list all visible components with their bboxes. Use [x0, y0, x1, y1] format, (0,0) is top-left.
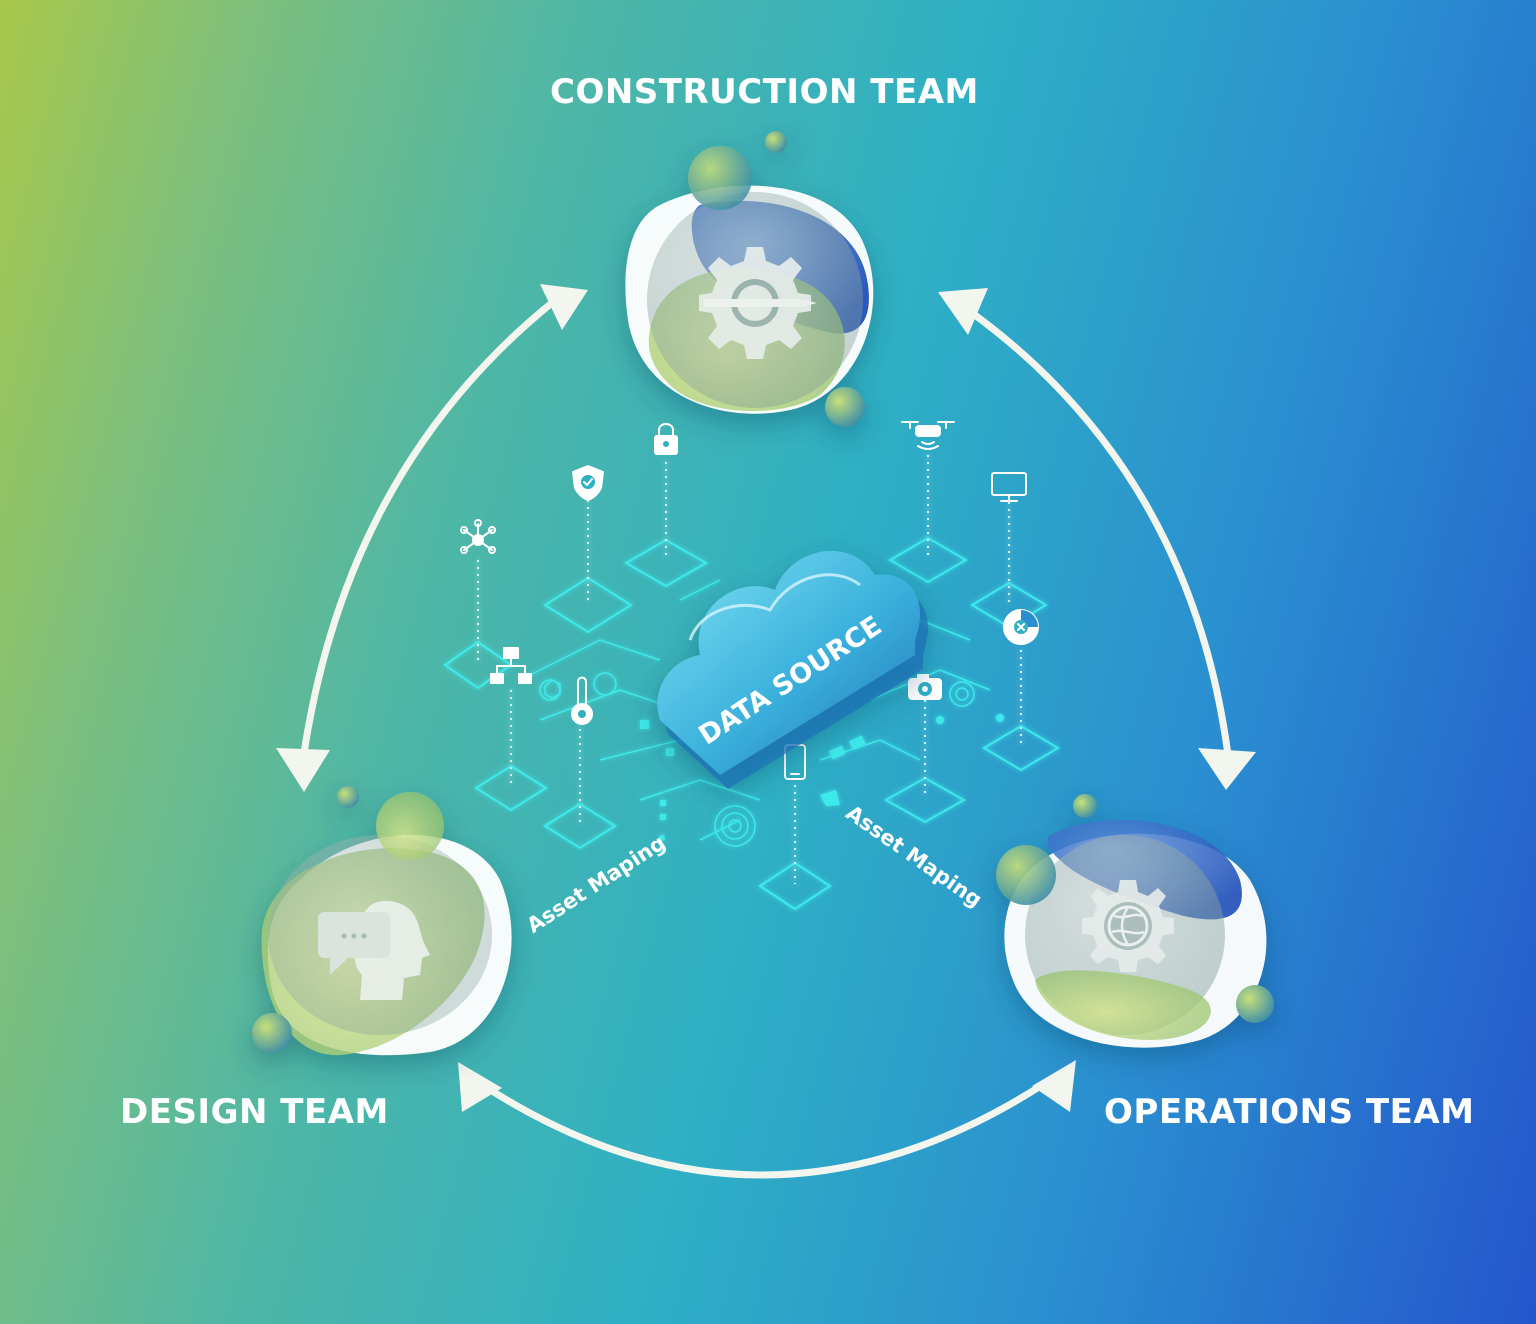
arrowhead-construction-top-right [938, 288, 988, 335]
circuit-rings [539, 672, 975, 847]
arrow-design-to-operations [471, 1076, 1054, 1179]
arrowhead-operations-bottom [1032, 1060, 1076, 1112]
drone-icon [901, 421, 955, 450]
asset-mapping-label-left: Asset Maping [523, 830, 670, 937]
padlock-icon [654, 423, 678, 455]
network-hub-icon [460, 519, 496, 554]
asset-mapping-label-right: Asset Maping [842, 801, 987, 913]
arrow-construction-to-design [299, 298, 557, 764]
dotted-stems [477, 455, 1022, 884]
platform-diamonds [443, 536, 1060, 911]
arrow-construction-to-operations [964, 306, 1232, 759]
monitor-icon [991, 472, 1027, 502]
operations-team-label: OPERATIONS TEAM [1104, 1092, 1475, 1132]
camera-icon [908, 674, 942, 700]
cloud-icon [657, 550, 929, 789]
design-team-label: DESIGN TEAM [120, 1092, 389, 1132]
gear-globe-icon [1082, 880, 1174, 972]
arrowhead-design-top [276, 748, 330, 792]
org-chart-icon [490, 647, 532, 684]
head-chat-icon [318, 900, 430, 1000]
gear-pencil-icon [699, 247, 817, 359]
shield-check-icon [572, 465, 604, 501]
thermometer-icon [571, 676, 593, 725]
arrowhead-design-bottom [458, 1062, 502, 1112]
circuit-chips [640, 714, 1004, 853]
arrowhead-operations-top [1198, 748, 1256, 790]
arrowhead-construction-top-left [540, 284, 588, 330]
construction-team-label: CONSTRUCTION TEAM [550, 72, 979, 112]
pie-chart-icon [1003, 609, 1039, 645]
